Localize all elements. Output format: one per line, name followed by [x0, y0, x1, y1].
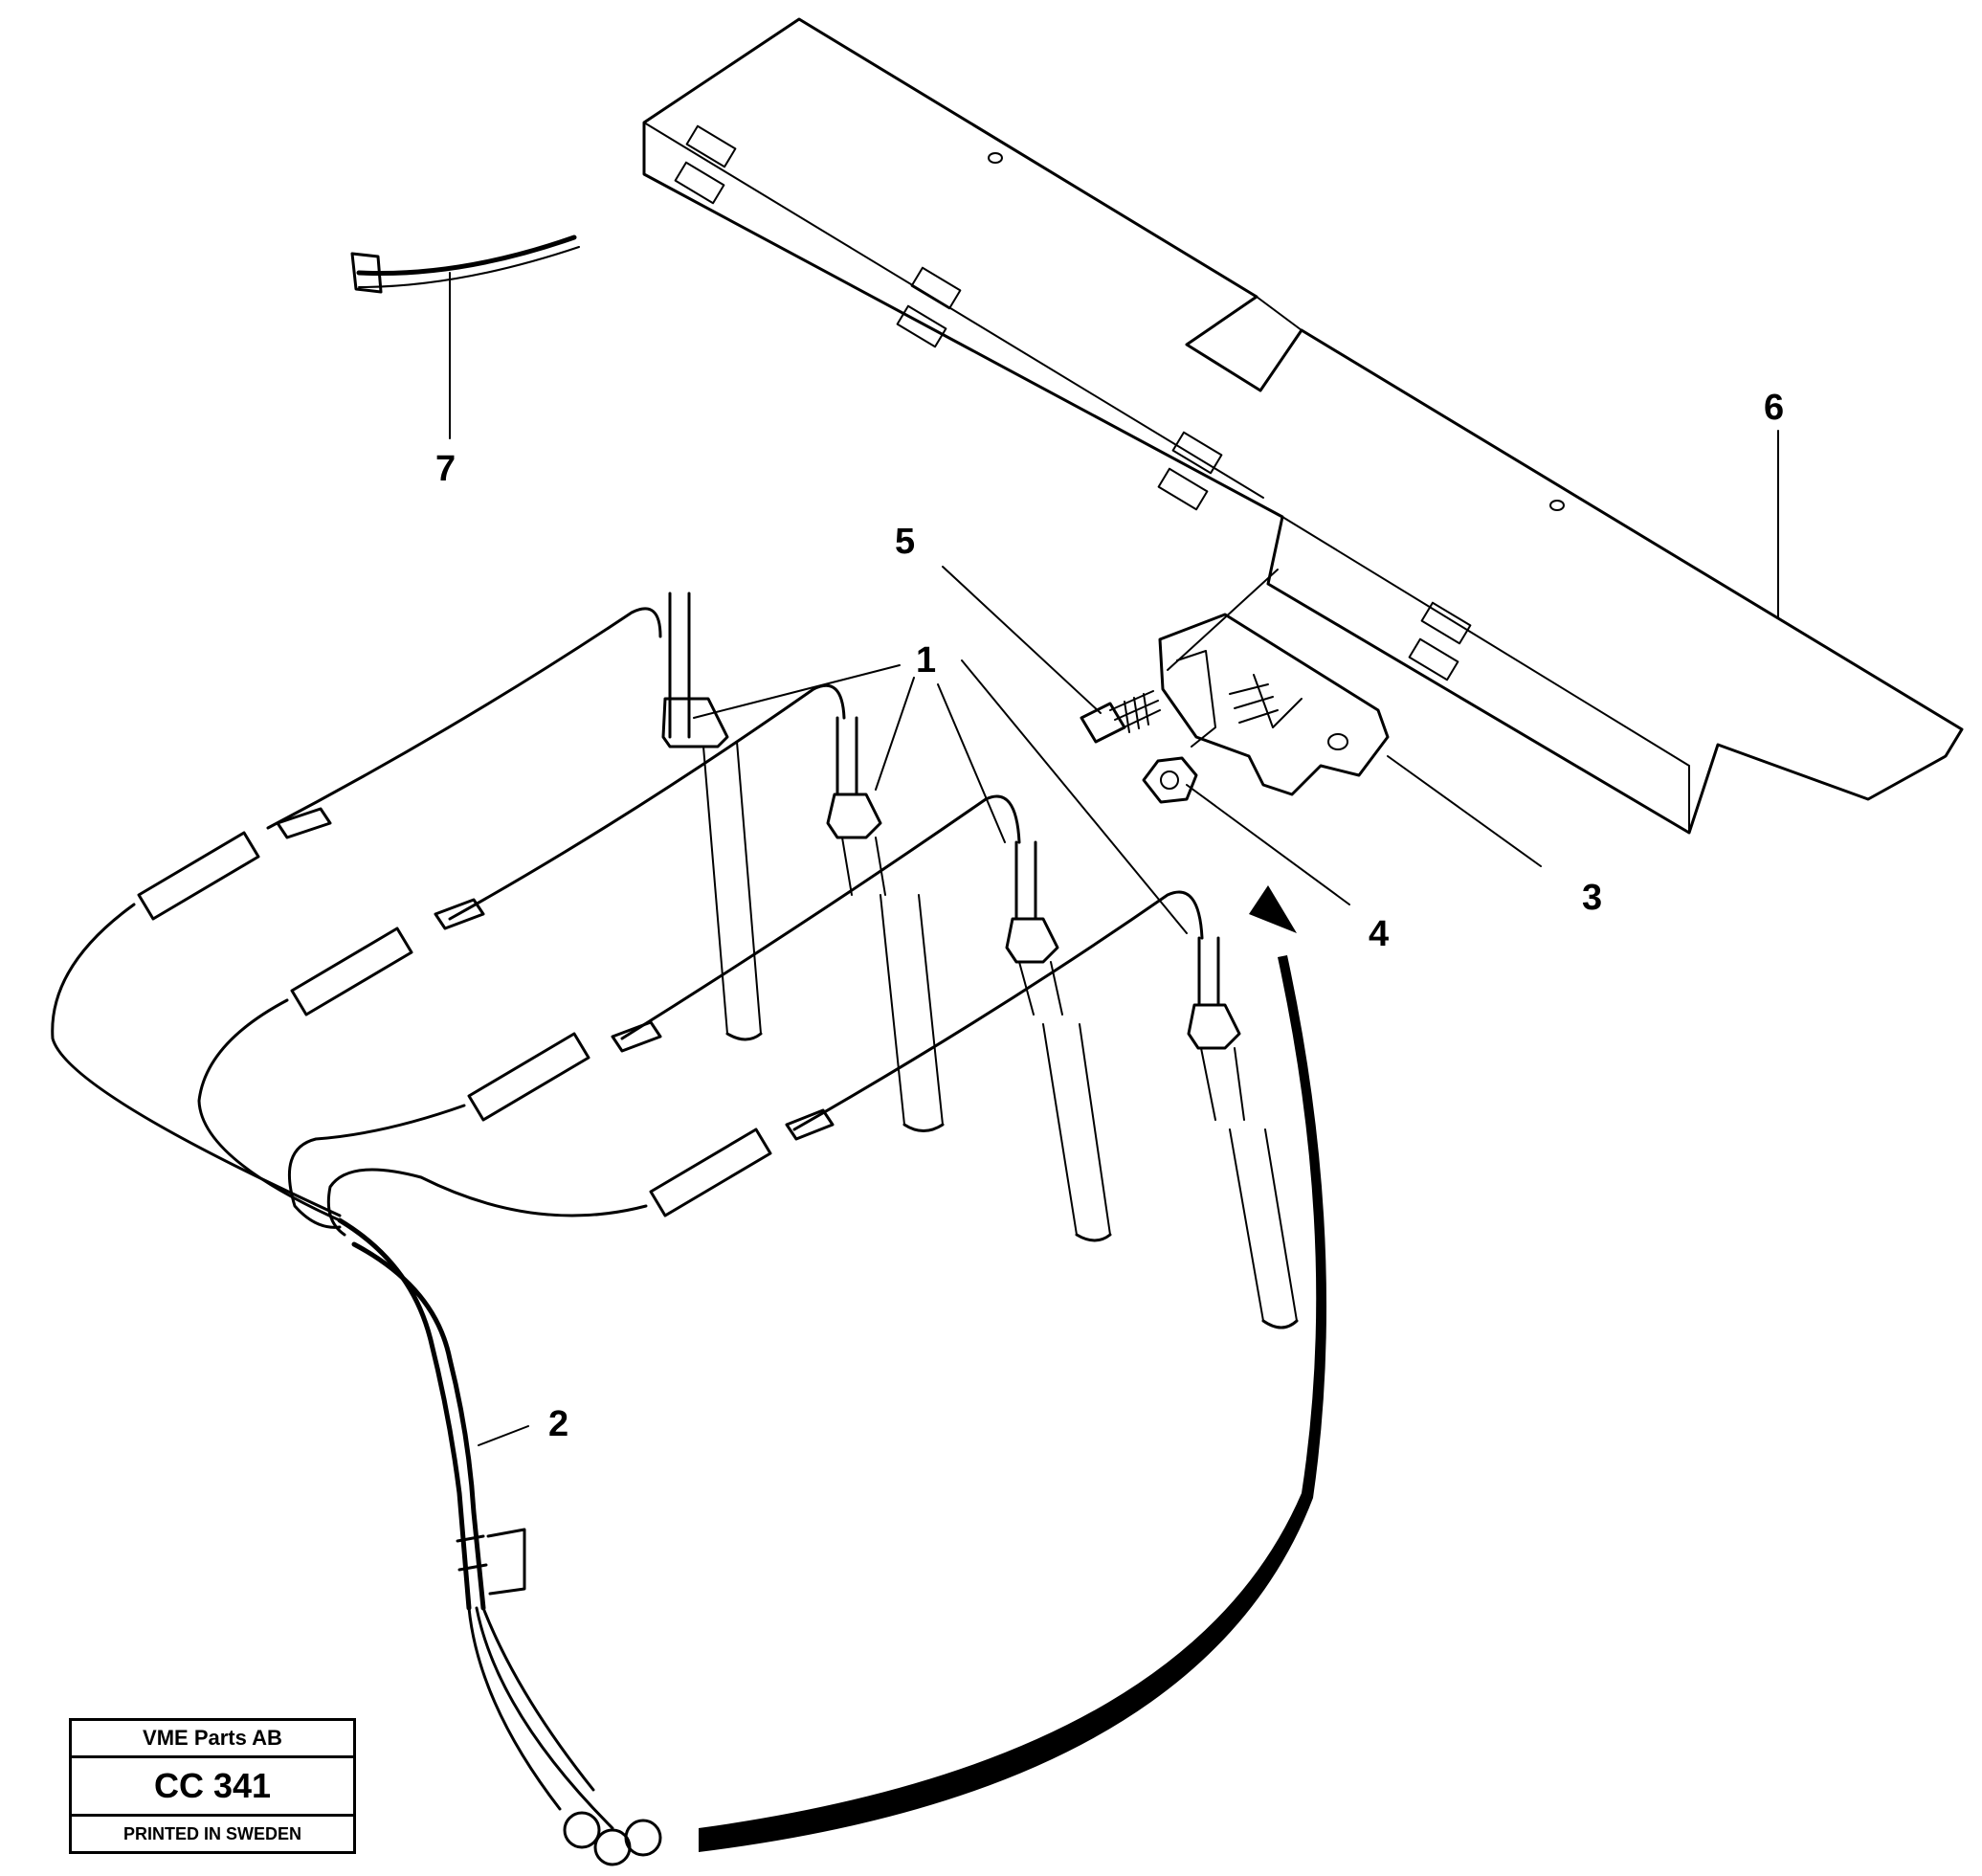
part-3-bracket: [1158, 569, 1390, 796]
callout-7: 7: [435, 449, 456, 489]
callout-1: 1: [916, 640, 936, 681]
part-6-cover-plate: [642, 17, 1964, 835]
callout-6: 6: [1764, 388, 1784, 428]
part-2-wiring-harness: [51, 607, 1204, 1866]
callout-3: 3: [1582, 878, 1602, 918]
callout-2: 2: [548, 1404, 568, 1444]
callout-4: 4: [1369, 914, 1389, 954]
leader-lines: [449, 272, 1779, 1446]
title-block-company: VME Parts AB: [72, 1721, 353, 1758]
part-5-bolt: [1080, 690, 1161, 744]
part-7-clip: [350, 234, 580, 294]
assembly-arrow: [699, 885, 1327, 1852]
part-4-nut: [1142, 756, 1198, 804]
callout-5: 5: [895, 522, 915, 562]
part-1-glow-plugs: [661, 592, 1299, 1329]
title-block-printed-note: PRINTED IN SWEDEN: [122, 1824, 301, 1843]
title-block: VME Parts AB CC 341 PRINTED IN SWEDEN: [69, 1718, 356, 1854]
title-block-drawing-code: CC 341: [72, 1758, 353, 1817]
